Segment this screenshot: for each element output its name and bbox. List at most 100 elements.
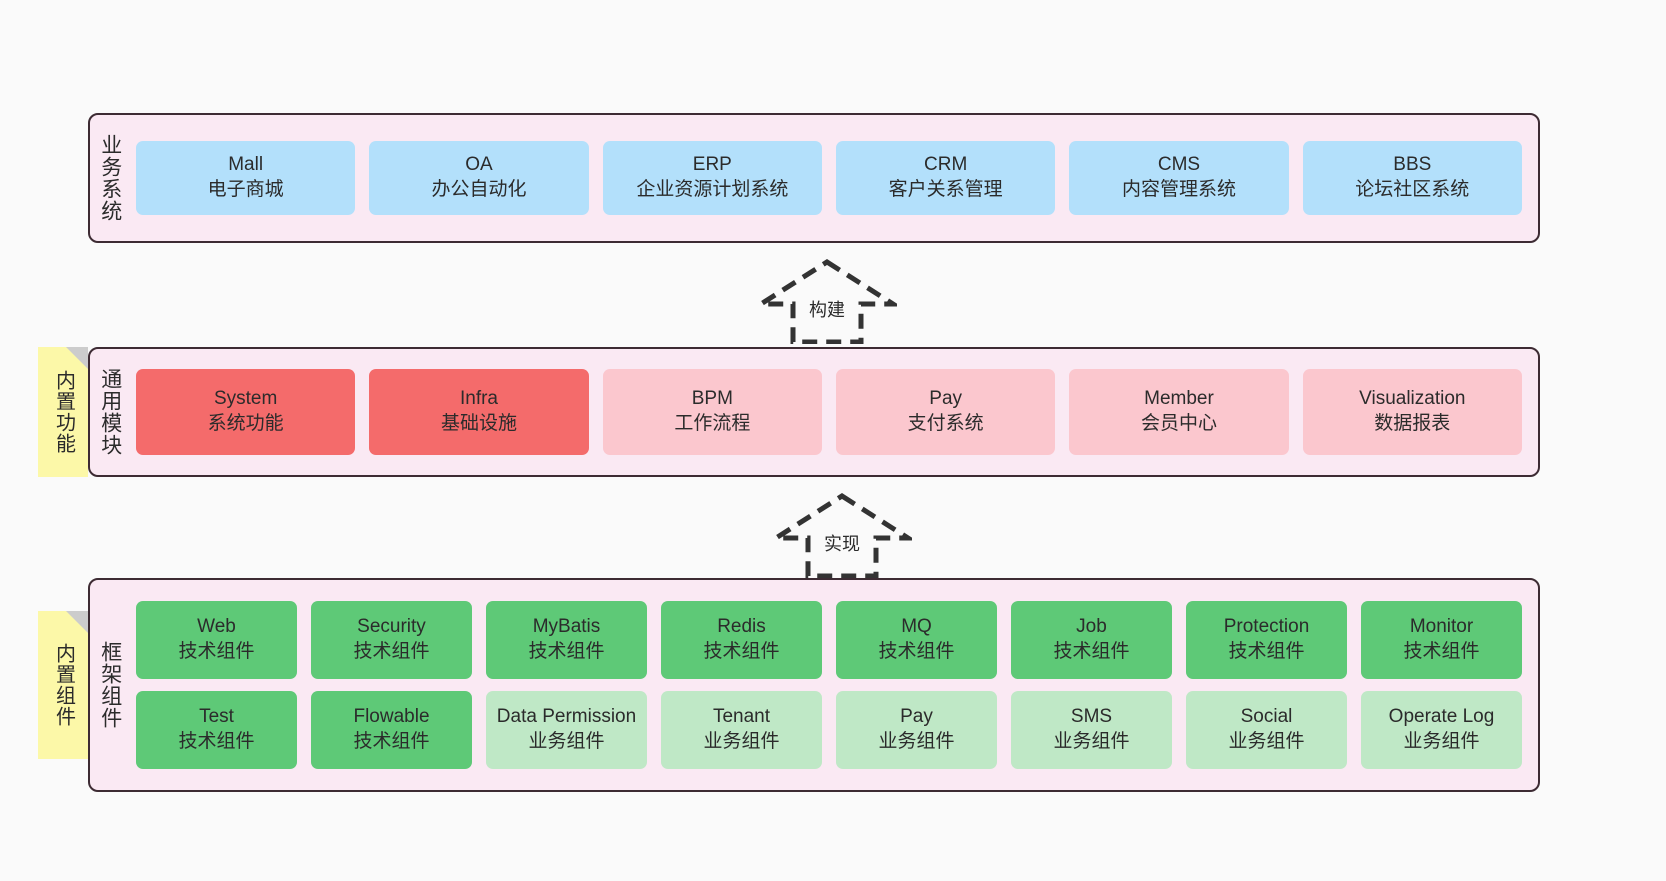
node-subtitle: 支付系统 [907, 413, 984, 434]
node-title: ERP [692, 154, 732, 176]
node-subtitle: 技术组件 [178, 731, 255, 752]
node-title: Operate Log [1388, 706, 1495, 728]
node-title: OA [465, 154, 493, 176]
node-subtitle: 企业资源计划系统 [636, 179, 789, 200]
node-cms[interactable]: CMS 内容管理系统 [1069, 141, 1289, 215]
node-title: Visualization [1359, 388, 1466, 410]
node-subtitle: 业务组件 [1228, 731, 1305, 752]
generalization-arrow-icon [757, 259, 897, 344]
layer-body-common: System 系统功能 Infra 基础设施 BPM 工作流程 Pay 支付系统… [130, 349, 1538, 475]
node-subtitle: 技术组件 [353, 641, 430, 662]
node-title: Test [199, 706, 234, 728]
node-title: MQ [901, 616, 932, 638]
node-subtitle: 业务组件 [703, 731, 780, 752]
node-subtitle: 业务组件 [528, 731, 605, 752]
node-subtitle: 技术组件 [878, 641, 955, 662]
node-security[interactable]: Security 技术组件 [311, 601, 472, 679]
node-subtitle: 论坛社区系统 [1355, 179, 1470, 200]
node-flowable[interactable]: Flowable 技术组件 [311, 691, 472, 769]
node-title: Data Permission [496, 706, 637, 728]
node-pay[interactable]: Pay 支付系统 [835, 369, 1056, 455]
generalization-arrow-icon [772, 493, 912, 578]
node-subtitle: 会员中心 [1140, 413, 1217, 434]
node-social[interactable]: Social 业务组件 [1186, 691, 1347, 769]
sticky-note-label: 内置功能 [52, 370, 75, 454]
node-row: Mall 电子商城 OA 办公自动化 ERP 企业资源计划系统 CRM 客户关系… [136, 141, 1522, 215]
node-title: BPM [691, 388, 733, 410]
layer-business-systems: 业务系统 Mall 电子商城 OA 办公自动化 ERP 企业资源计划系统 CRM… [88, 113, 1540, 243]
node-title: CRM [924, 154, 968, 176]
node-title: MyBatis [532, 616, 601, 638]
node-mq[interactable]: MQ 技术组件 [836, 601, 997, 679]
sticky-note-builtin-features: 内置功能 [38, 347, 88, 477]
node-redis[interactable]: Redis 技术组件 [661, 601, 822, 679]
node-test[interactable]: Test 技术组件 [136, 691, 297, 769]
node-web[interactable]: Web 技术组件 [136, 601, 297, 679]
node-title: System [213, 388, 278, 410]
node-title: Flowable [353, 706, 430, 728]
node-subtitle: 工作流程 [674, 413, 751, 434]
node-subtitle: 技术组件 [353, 731, 430, 752]
node-visualization[interactable]: Visualization 数据报表 [1302, 369, 1522, 455]
node-oa[interactable]: OA 办公自动化 [369, 141, 589, 215]
node-subtitle: 技术组件 [1228, 641, 1305, 662]
node-subtitle: 业务组件 [878, 731, 955, 752]
node-title: Social [1240, 706, 1293, 728]
node-infra[interactable]: Infra 基础设施 [369, 369, 589, 455]
node-member[interactable]: Member 会员中心 [1069, 369, 1289, 455]
node-protection[interactable]: Protection 技术组件 [1186, 601, 1347, 679]
layer-body-framework: Web 技术组件 Security 技术组件 MyBatis 技术组件 Redi… [130, 580, 1538, 790]
node-subtitle: 内容管理系统 [1121, 179, 1236, 200]
node-title: CMS [1157, 154, 1201, 176]
node-row: System 系统功能 Infra 基础设施 BPM 工作流程 Pay 支付系统… [136, 369, 1522, 455]
node-sms[interactable]: SMS 业务组件 [1011, 691, 1172, 769]
node-operate-log[interactable]: Operate Log 业务组件 [1361, 691, 1522, 769]
node-title: Redis [717, 616, 766, 638]
node-title: Web [197, 616, 236, 638]
node-bbs[interactable]: BBS 论坛社区系统 [1302, 141, 1522, 215]
node-row: Test 技术组件 Flowable 技术组件 Data Permission … [136, 691, 1522, 769]
connector-implement: 实现 [772, 492, 912, 578]
node-subtitle: 技术组件 [703, 641, 780, 662]
node-mall[interactable]: Mall 电子商城 [136, 141, 356, 215]
node-title: Pay [900, 706, 933, 728]
node-title: Tenant [712, 706, 771, 728]
node-monitor[interactable]: Monitor 技术组件 [1361, 601, 1522, 679]
connector-label: 构建 [809, 300, 845, 320]
node-title: Monitor [1409, 616, 1474, 638]
node-crm[interactable]: CRM 客户关系管理 [835, 141, 1056, 215]
layer-title-business: 业务系统 [98, 134, 122, 222]
node-subtitle: 技术组件 [1403, 641, 1480, 662]
node-subtitle: 客户关系管理 [888, 179, 1003, 200]
node-bpm[interactable]: BPM 工作流程 [602, 369, 822, 455]
node-subtitle: 电子商城 [207, 179, 284, 200]
node-mybatis[interactable]: MyBatis 技术组件 [486, 601, 647, 679]
node-title: Security [357, 616, 426, 638]
node-title: SMS [1070, 706, 1113, 728]
layer-body-business: Mall 电子商城 OA 办公自动化 ERP 企业资源计划系统 CRM 客户关系… [130, 115, 1538, 241]
layer-common-modules: 通用模块 System 系统功能 Infra 基础设施 BPM 工作流程 Pay… [88, 347, 1540, 477]
node-tenant[interactable]: Tenant 业务组件 [661, 691, 822, 769]
sticky-fold-corner-icon [66, 347, 88, 369]
node-title: Pay [929, 388, 963, 410]
node-data-permission[interactable]: Data Permission 业务组件 [486, 691, 647, 769]
node-pay-component[interactable]: Pay 业务组件 [836, 691, 997, 769]
node-title: Protection [1223, 616, 1310, 638]
node-title: Mall [228, 154, 264, 176]
node-subtitle: 办公自动化 [431, 179, 527, 200]
sticky-fold-corner-icon [66, 611, 88, 633]
connector-build: 构建 [757, 258, 897, 344]
node-erp[interactable]: ERP 企业资源计划系统 [602, 141, 822, 215]
node-system[interactable]: System 系统功能 [136, 369, 356, 455]
node-subtitle: 基础设施 [440, 413, 517, 434]
node-job[interactable]: Job 技术组件 [1011, 601, 1172, 679]
node-subtitle: 系统功能 [207, 413, 284, 434]
node-subtitle: 技术组件 [178, 641, 255, 662]
node-subtitle: 业务组件 [1403, 731, 1480, 752]
node-subtitle: 技术组件 [528, 641, 605, 662]
layer-title-common: 通用模块 [98, 368, 122, 456]
node-title: BBS [1393, 154, 1432, 176]
node-title: Job [1076, 616, 1107, 638]
connector-label: 实现 [824, 534, 860, 554]
